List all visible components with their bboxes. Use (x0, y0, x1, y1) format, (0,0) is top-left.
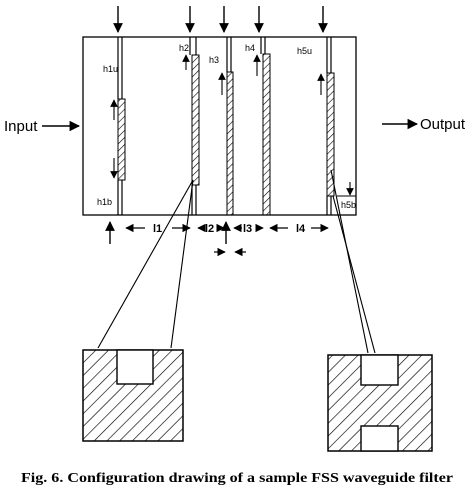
output-label: Output (420, 116, 466, 133)
septum-5 (326, 37, 335, 215)
top-septum-arrows (113, 6, 328, 33)
waveguide-body (82, 36, 357, 216)
label-h1b: h1b (97, 197, 112, 207)
label-h5u: h5u (297, 46, 312, 56)
label-h2: h2 (179, 43, 189, 53)
detail-view-1 (82, 349, 184, 442)
label-l3: l3 (243, 223, 252, 235)
output-arrow: Output (382, 116, 466, 133)
label-l1: l1 (153, 223, 162, 235)
label-h1u: h1u (103, 64, 118, 74)
label-h4: h4 (245, 43, 255, 53)
bottom-septum-arrows (105, 221, 231, 244)
height-arrows (110, 54, 356, 197)
septum-1 (117, 37, 126, 215)
label-h3: h3 (209, 55, 219, 65)
label-l2: l2 (205, 223, 214, 235)
label-l4: l4 (296, 223, 306, 235)
input-arrow: Input (4, 118, 81, 135)
septum-3 (226, 37, 234, 216)
septum-2 (189, 37, 200, 215)
input-label: Input (4, 118, 38, 135)
figure-caption: Fig. 6. Configuration drawing of a sampl… (21, 471, 453, 486)
detail-view-2 (327, 354, 433, 452)
detail-leader-lines (97, 169, 376, 354)
label-h5b: h5b (341, 200, 356, 210)
septum-4 (260, 37, 271, 216)
